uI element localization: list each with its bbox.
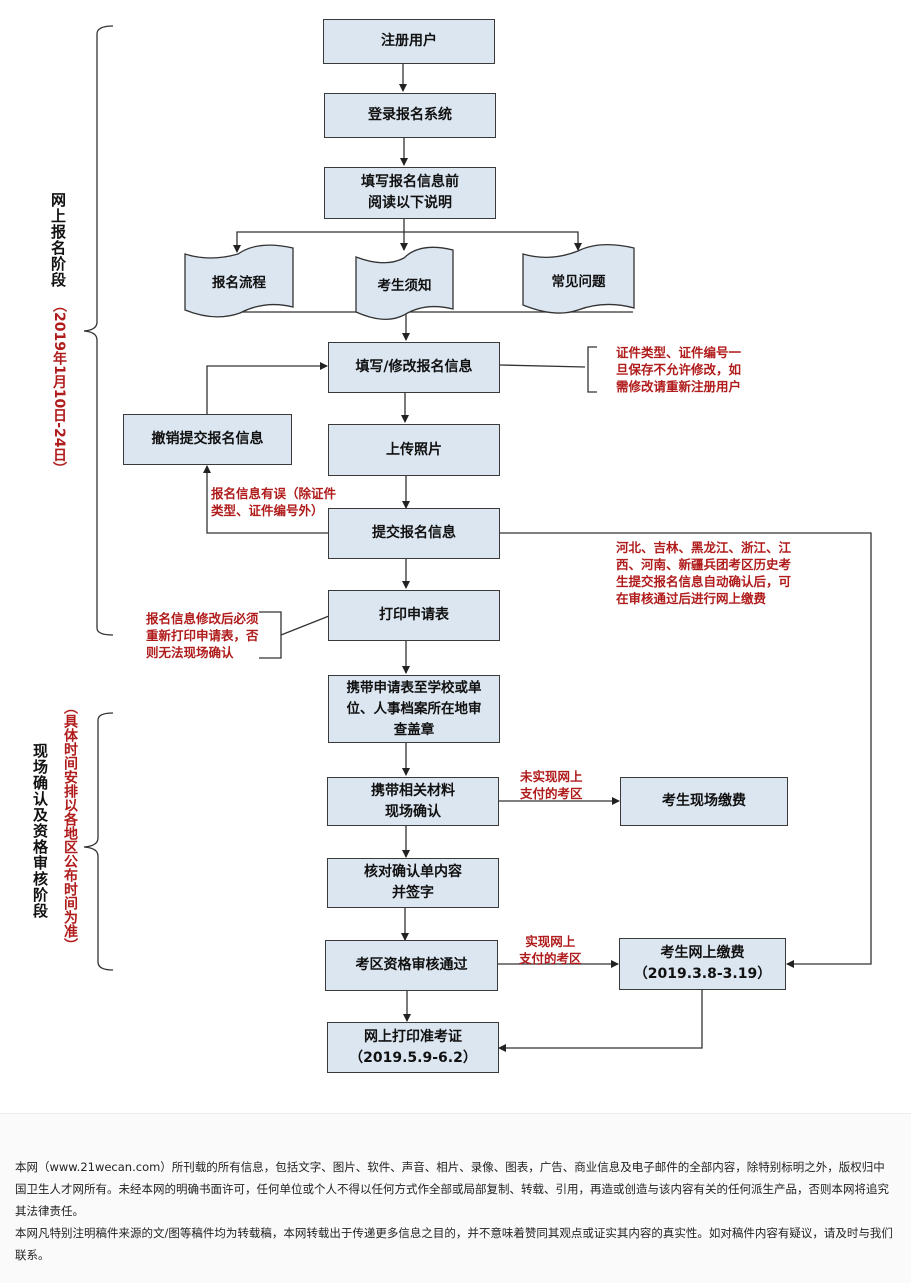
node-print-admission: 网上打印准考证 （2019.5.9-6.2） [327, 1022, 499, 1073]
stage-note-onsite: （具体时间安排以各地区公布时间为准） [62, 700, 78, 952]
stage-date-online: （2019年1月10日-24日） [51, 298, 67, 476]
note-id-immutable: 证件类型、证件编号一 旦保存不允许修改，如 需修改请重新注册用户 [616, 345, 742, 394]
note-reprint: 报名信息修改后必须 重新打印申请表，否 则无法现场确认 [146, 611, 259, 660]
stage-brace-online [83, 25, 114, 636]
line-reprint-print [280, 615, 330, 636]
reprint-disclaimer-paragraph: 本网凡特别注明稿件来源的文/图等稿件均为转载稿，本网转载出于传递更多信息之目的，… [15, 1226, 893, 1262]
arrow-cancel-fill [206, 362, 328, 414]
doc-faq-label: 常见问题 [551, 274, 606, 290]
node-upload-photo: 上传照片 [328, 424, 500, 476]
doc-shape-process [184, 244, 294, 318]
node-onsite-confirm: 携带相关材料 现场确认 [327, 777, 499, 826]
brace-id-note [587, 346, 597, 393]
node-register: 注册用户 [323, 19, 495, 64]
node-onsite-pay: 考生现场缴费 [620, 777, 788, 826]
node-fill-info: 填写/修改报名信息 [328, 342, 500, 393]
stage-label-online: 网上报名阶段 [49, 192, 67, 288]
node-review-pass: 考区资格审核通过 [325, 940, 498, 991]
note-region-autoconfirm: 河北、吉林、黑龙江、浙江、江 西、河南、新疆兵团考区历史考 生提交报名信息自动确… [616, 540, 792, 606]
node-submit-info: 提交报名信息 [328, 508, 500, 559]
arrow-submit-cancel [203, 465, 329, 534]
arrow-onlinepay-admission [498, 990, 703, 1052]
doc-process-label: 报名流程 [212, 275, 266, 291]
stage-brace-onsite [83, 712, 114, 971]
node-check-sign: 核对确认单内容 并签字 [327, 858, 499, 908]
brace-reprint-note [259, 611, 282, 659]
note-no-online-pay: 未实现网上 支付的考区 [520, 769, 583, 801]
connector-layer [83, 25, 872, 1052]
node-cancel-submit: 撤销提交报名信息 [123, 414, 292, 465]
arrow-read-process [233, 231, 404, 253]
doc-shape-notice [355, 246, 454, 320]
stage-label-onsite: 现场确认及资格审核阶段 [31, 743, 49, 919]
note-error-info: 报名信息有误（除证件 类型、证件编号外） [211, 486, 337, 518]
arrow-read-faq [404, 231, 582, 251]
node-stamp: 携带申请表至学校或单 位、人事档案所在地审 查盖章 [328, 675, 500, 743]
copyright-paragraph: 本网（www.21wecan.com）所刊载的所有信息，包括文字、图片、软件、声… [15, 1160, 889, 1218]
node-print-form: 打印申请表 [328, 590, 500, 641]
doc-notice-label: 考生须知 [377, 278, 432, 294]
doc-shape-faq [522, 244, 635, 314]
node-login: 登录报名系统 [324, 93, 496, 138]
note-has-online-pay: 实现网上 支付的考区 [519, 934, 582, 966]
line-submit-right [500, 532, 872, 968]
node-read-before: 填写报名信息前 阅读以下说明 [324, 167, 496, 219]
line-fill-note [499, 364, 586, 368]
copyright-footer: 本网（www.21wecan.com）所刊载的所有信息，包括文字、图片、软件、声… [0, 1113, 911, 1283]
flowchart: 网上报名阶段 （2019年1月10日-24日） 现场确认及资格审核阶段 （具体时… [31, 19, 872, 1073]
node-online-pay: 考生网上缴费 （2019.3.8-3.19） [619, 938, 786, 990]
